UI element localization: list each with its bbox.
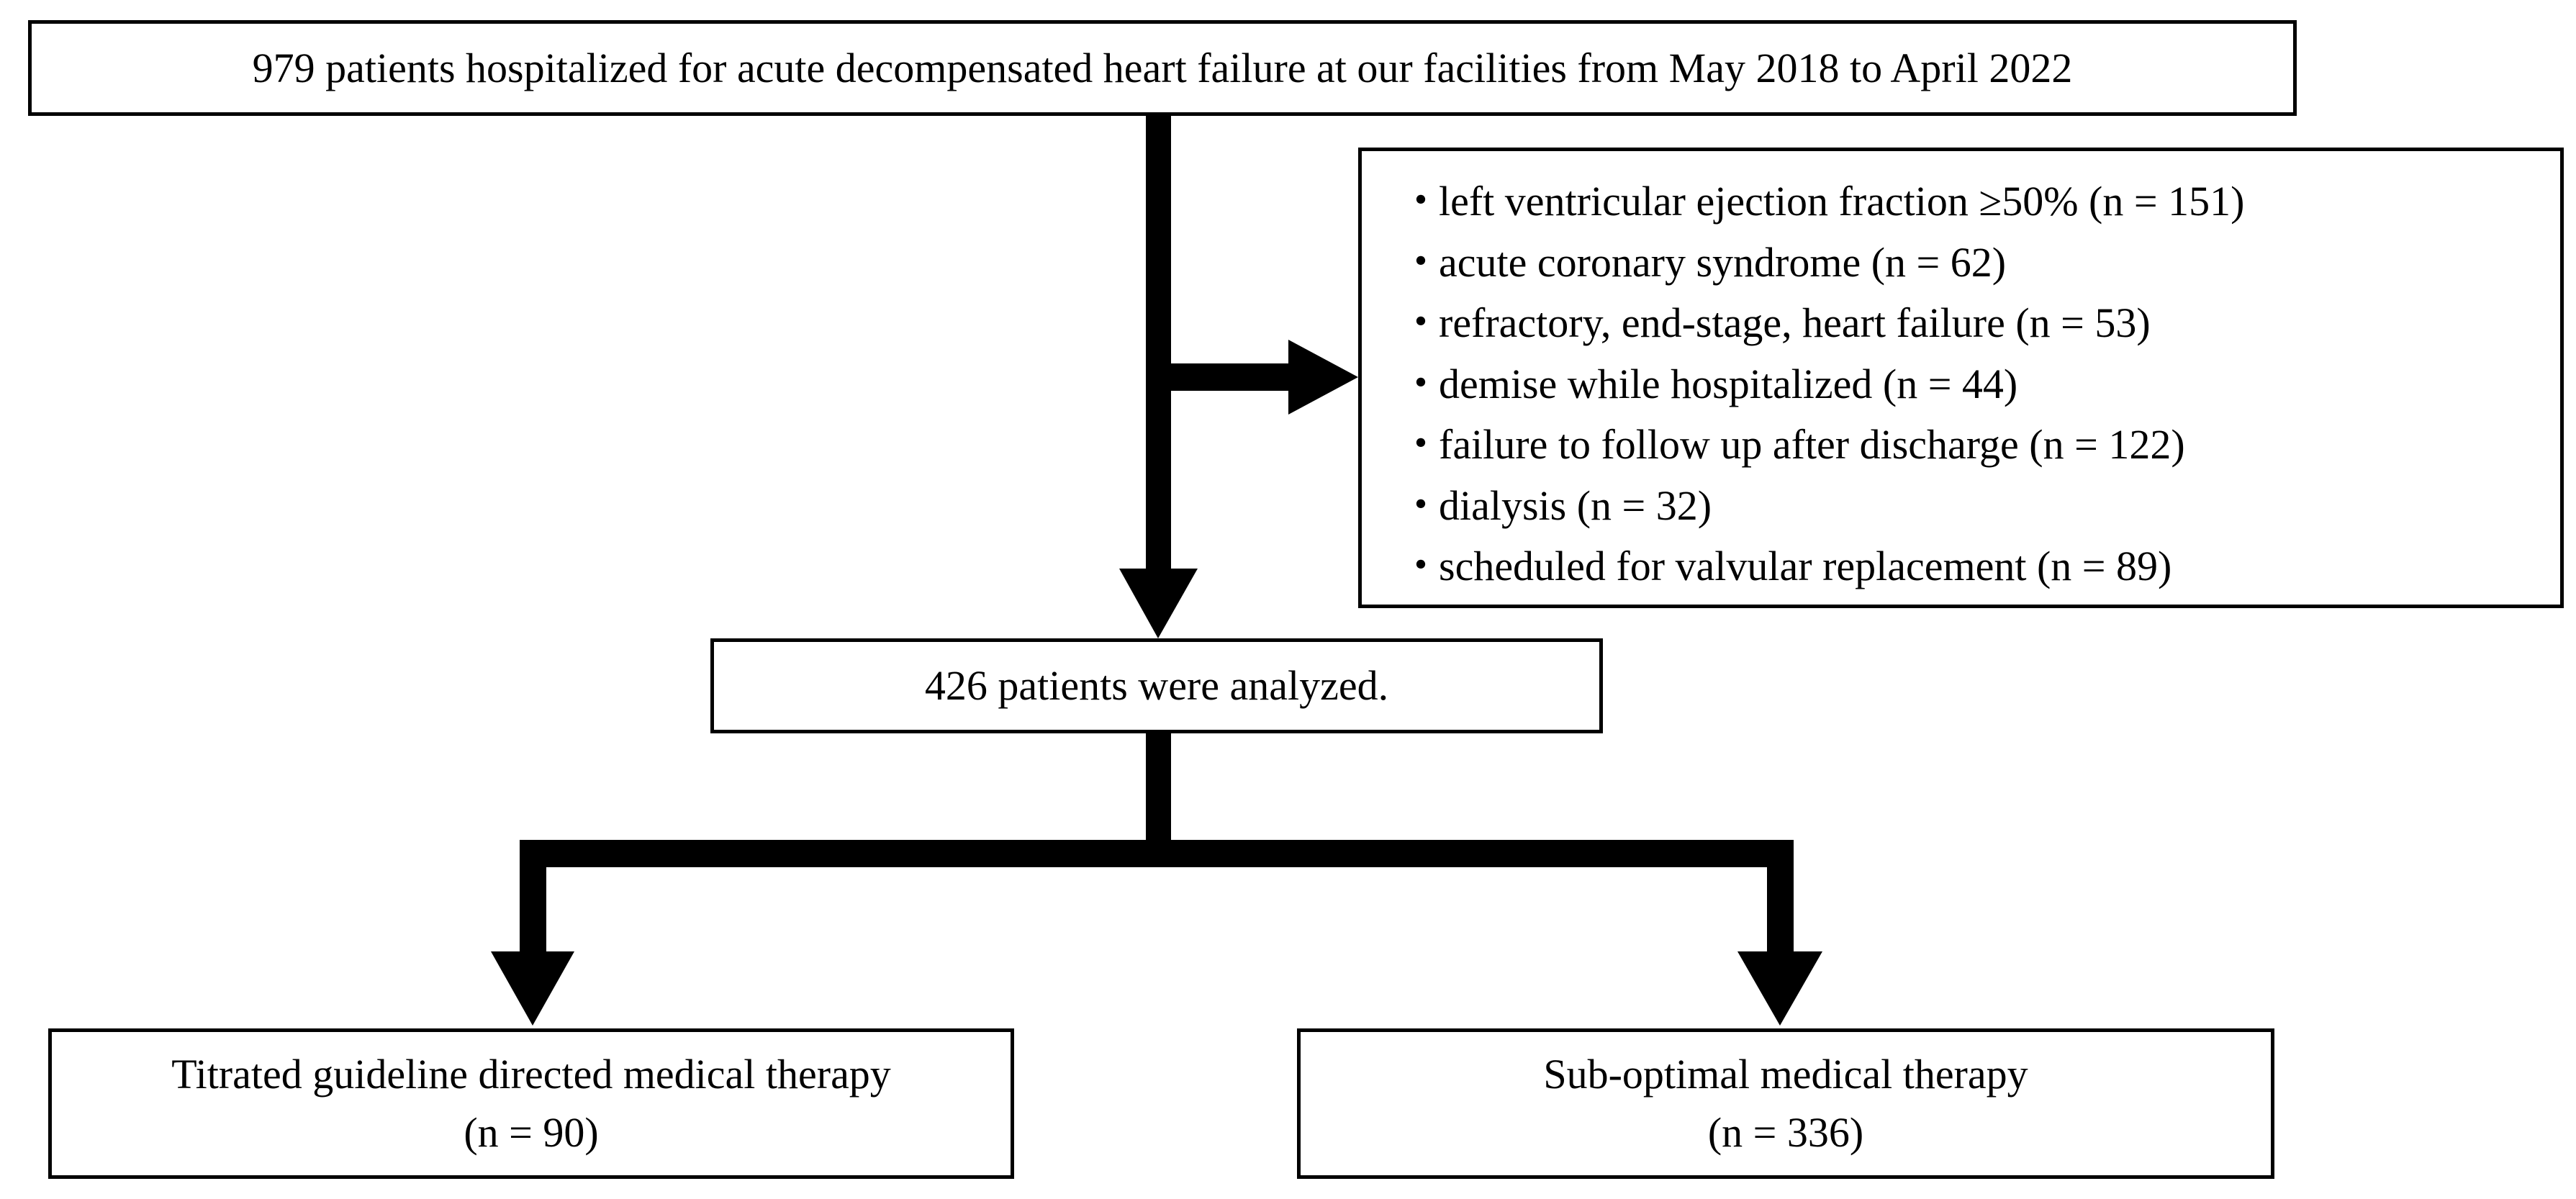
enrollment-text: 979 patients hospitalized for acute deco… xyxy=(252,44,2073,91)
exclusion-text: failure to follow up after discharge (n … xyxy=(1439,421,2185,468)
exclusion-item: ・dialysis (n = 32) xyxy=(1400,476,2560,537)
arrowhead-to-right xyxy=(1737,951,1822,1026)
suboptimal-therapy-label: Sub-optimal medical therapy xyxy=(1543,1051,2028,1098)
bullet-dot: ・ xyxy=(1400,421,1442,468)
exclusion-item: ・failure to follow up after discharge (n… xyxy=(1400,415,2560,476)
arrowhead-to-left xyxy=(491,951,574,1026)
suboptimal-therapy-box: Sub-optimal medical therapy (n = 336) xyxy=(1297,1028,2274,1179)
exclusion-text: left ventricular ejection fraction ≥50% … xyxy=(1439,178,2245,225)
main-trunk-line xyxy=(1146,116,1171,586)
bullet-dot: ・ xyxy=(1400,299,1442,346)
analyzed-box: 426 patients were analyzed. xyxy=(710,638,1603,733)
titrated-gdmt-count: (n = 90) xyxy=(464,1108,599,1156)
exclusion-branch-line xyxy=(1159,363,1296,391)
right-branch-line xyxy=(1767,856,1794,957)
titrated-gdmt-label: Titrated guideline directed medical ther… xyxy=(171,1051,891,1098)
split-horizontal-line xyxy=(520,840,1794,867)
bullet-dot: ・ xyxy=(1400,238,1442,286)
exclusion-item: ・acute coronary syndrome (n = 62) xyxy=(1400,232,2560,294)
exclusion-text: scheduled for valvular replacement (n = … xyxy=(1439,543,2172,589)
titrated-gdmt-box: Titrated guideline directed medical ther… xyxy=(48,1028,1014,1179)
exclusion-criteria-box: ・left ventricular ejection fraction ≥50%… xyxy=(1358,148,2564,608)
exclusion-text: demise while hospitalized (n = 44) xyxy=(1439,360,2018,407)
bullet-dot: ・ xyxy=(1400,360,1442,407)
bullet-dot: ・ xyxy=(1400,481,1442,529)
enrollment-box: 979 patients hospitalized for acute deco… xyxy=(28,20,2297,116)
bullet-dot: ・ xyxy=(1400,543,1442,589)
exclusion-item: ・left ventricular ejection fraction ≥50%… xyxy=(1400,171,2560,232)
left-branch-line xyxy=(520,856,546,957)
arrowhead-to-analyzed xyxy=(1119,569,1198,638)
suboptimal-therapy-count: (n = 336) xyxy=(1707,1108,1864,1156)
analyzed-text: 426 patients were analyzed. xyxy=(924,662,1389,709)
arrowhead-to-exclusions xyxy=(1288,340,1358,415)
analyzed-stem-line xyxy=(1146,733,1171,843)
exclusion-item: ・refractory, end-stage, heart failure (n… xyxy=(1400,293,2560,354)
exclusion-text: acute coronary syndrome (n = 62) xyxy=(1439,238,2007,286)
exclusion-text: dialysis (n = 32) xyxy=(1439,481,1712,529)
exclusion-item: ・demise while hospitalized (n = 44) xyxy=(1400,354,2560,415)
bullet-dot: ・ xyxy=(1400,178,1442,225)
exclusion-text: refractory, end-stage, heart failure (n … xyxy=(1439,299,2151,346)
exclusion-item: ・scheduled for valvular replacement (n =… xyxy=(1400,536,2560,597)
